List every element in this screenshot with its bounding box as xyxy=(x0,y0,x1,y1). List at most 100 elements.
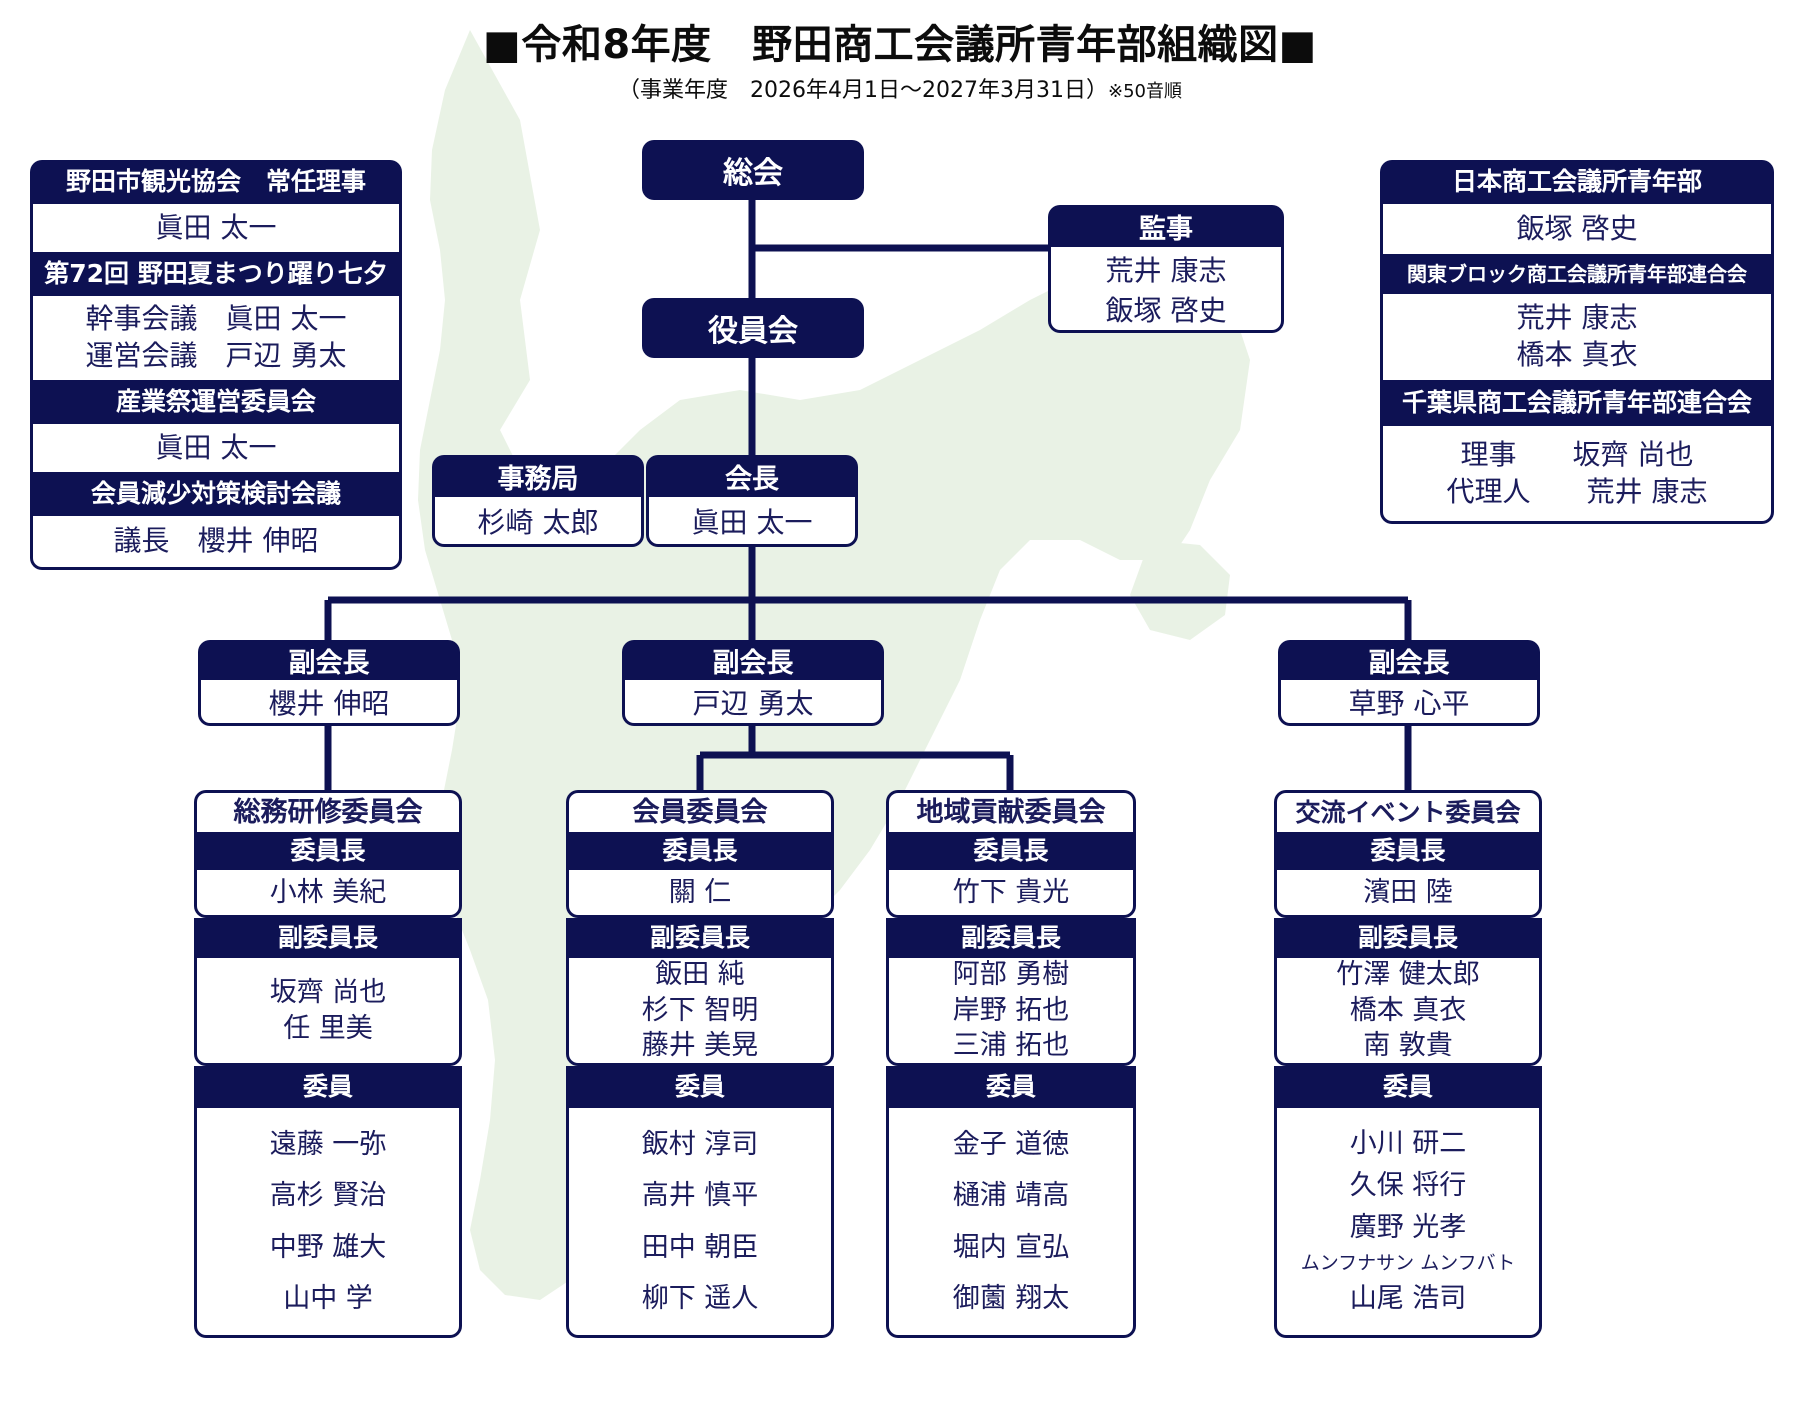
name-text: 御薗 翔太 xyxy=(952,1282,1070,1314)
name-text: 遠藤 一弥 xyxy=(269,1128,387,1160)
right-section-body-1: 飯塚 啓史 xyxy=(1380,204,1774,254)
name-text: 荒井 康志 xyxy=(1516,301,1638,335)
name-text: 小川 研二 xyxy=(1349,1128,1467,1160)
name-text: 竹澤 健太郎 xyxy=(1336,959,1480,991)
right-section-body-3: 荒井 康志 橋本 真衣 xyxy=(1380,294,1774,380)
name-text: 山尾 浩司 xyxy=(1349,1283,1467,1315)
committee-0-members: 遠藤 一弥 高杉 賢治 中野 雄大 山中 学 xyxy=(194,1108,462,1338)
auditor-title: 監事 xyxy=(1048,205,1284,247)
committee-name-text: 総務研修委員会 xyxy=(233,796,423,828)
vice-president-3-title: 副会長 xyxy=(1278,640,1540,680)
name-text: 飯塚 啓史 xyxy=(1516,211,1638,245)
page-title: ■令和8年度 野田商工会議所青年部組織図■ xyxy=(483,22,1317,68)
auditor-members: 荒井 康志 飯塚 啓史 xyxy=(1048,247,1284,333)
name-text: 高杉 賢治 xyxy=(269,1180,387,1212)
committee-1-members-label: 委員 xyxy=(566,1066,834,1108)
committee-2-members: 金子 道徳 樋浦 靖高 堀内 宣弘 御薗 翔太 xyxy=(886,1108,1136,1338)
committee-3-members-label: 委員 xyxy=(1274,1066,1542,1108)
name-text: 杉下 智明 xyxy=(641,994,759,1026)
name-text: 三浦 拓也 xyxy=(952,1030,1070,1062)
left-section-head-4: 産業祭運営委員会 xyxy=(30,380,402,424)
name-text: 飯村 淳司 xyxy=(641,1128,759,1160)
vice-president-1-title: 副会長 xyxy=(198,640,460,680)
name-text: 金子 道徳 xyxy=(952,1128,1070,1160)
committee-3-chair: 濱田 陸 xyxy=(1274,870,1542,918)
committee-name-text: 交流イベント委員会 xyxy=(1295,798,1521,827)
name-text: 飯塚 啓史 xyxy=(1105,293,1227,327)
node-president[interactable]: 会長 眞田 太一 xyxy=(646,455,858,547)
left-section-body-1: 眞田 太一 xyxy=(30,204,402,252)
name-text: 藤井 美晃 xyxy=(641,1030,759,1062)
name-text: 濱田 陸 xyxy=(1363,876,1453,908)
order-note: ※50音順 xyxy=(1107,81,1182,102)
committee-exchange-events[interactable]: 交流イベント委員会 委員長 濱田 陸 副委員長 竹澤 健太郎 橋本 真衣 南 敦… xyxy=(1274,790,1542,1338)
committee-0-chair-label: 委員長 xyxy=(194,832,462,870)
committee-1-vice-label: 副委員長 xyxy=(566,918,834,958)
name-text: 戸辺 勇太 xyxy=(692,686,814,720)
name-text: 議長 櫻井 伸昭 xyxy=(113,524,319,558)
vice-president-2-title: 副会長 xyxy=(622,640,884,680)
secretariat-members: 杉崎 太郎 xyxy=(432,497,644,547)
secretariat-title: 事務局 xyxy=(432,455,644,497)
node-secretariat[interactable]: 事務局 杉崎 太郎 xyxy=(432,455,644,547)
name-text: 堀内 宣弘 xyxy=(952,1231,1070,1263)
node-auditor[interactable]: 監事 荒井 康志 飯塚 啓史 xyxy=(1048,205,1284,333)
name-text: 代理人 荒井 康志 xyxy=(1446,474,1708,508)
committee-0-vice: 坂齊 尚也 任 里美 xyxy=(194,958,462,1066)
name-text: 櫻井 伸昭 xyxy=(268,686,390,720)
name-text: 杉崎 太郎 xyxy=(477,505,599,539)
committee-2-name: 地域貢献委員会 xyxy=(886,790,1136,832)
name-text: 任 里美 xyxy=(283,1012,373,1044)
name-text: 眞田 太一 xyxy=(155,430,277,464)
committee-community[interactable]: 地域貢献委員会 委員長 竹下 貴光 副委員長 阿部 勇樹 岸野 拓也 三浦 拓也… xyxy=(886,790,1136,1338)
left-section-body-3: 幹事会議 眞田 太一 運営会議 戸辺 勇太 xyxy=(30,296,402,380)
name-text: 柳下 遥人 xyxy=(641,1282,759,1314)
name-text: 岸野 拓也 xyxy=(952,994,1070,1026)
committee-0-name: 総務研修委員会 xyxy=(194,790,462,832)
name-text: 中野 雄大 xyxy=(269,1231,387,1263)
node-board[interactable]: 役員会 xyxy=(642,298,864,358)
committee-0-members-label: 委員 xyxy=(194,1066,462,1108)
right-section-head-4: 千葉県商工会議所青年部連合会 xyxy=(1380,380,1774,426)
committee-name-text: 会員委員会 xyxy=(632,796,768,828)
committee-1-chair: 關 仁 xyxy=(566,870,834,918)
node-vice-president-1[interactable]: 副会長 櫻井 伸昭 xyxy=(198,640,460,726)
node-general-meeting[interactable]: 総会 xyxy=(642,140,864,200)
left-section-head-6: 会員減少対策検討会議 xyxy=(30,472,402,516)
node-vice-president-3[interactable]: 副会長 草野 心平 xyxy=(1278,640,1540,726)
name-text: 廣野 光孝 xyxy=(1349,1211,1467,1243)
name-text: 關 仁 xyxy=(668,876,732,908)
right-affiliations-panel: 日本商工会議所青年部 飯塚 啓史 関東ブロック商工会議所青年部連合会 荒井 康志… xyxy=(1380,160,1774,524)
vice-president-2-name: 戸辺 勇太 xyxy=(622,680,884,726)
name-text: 竹下 貴光 xyxy=(952,876,1070,908)
name-text: 橋本 真衣 xyxy=(1349,994,1467,1026)
name-text: 運営会議 戸辺 勇太 xyxy=(85,339,347,372)
president-members: 眞田 太一 xyxy=(646,497,858,547)
name-text: 荒井 康志 xyxy=(1105,253,1227,287)
committee-general-affairs[interactable]: 総務研修委員会 委員長 小林 美紀 副委員長 坂齊 尚也 任 里美 委員 遠藤 … xyxy=(194,790,462,1338)
committee-membership[interactable]: 会員委員会 委員長 關 仁 副委員長 飯田 純 杉下 智明 藤井 美晃 委員 飯… xyxy=(566,790,834,1338)
name-text: 小林 美紀 xyxy=(269,876,387,908)
name-text: 坂齊 尚也 xyxy=(269,976,387,1008)
committee-1-members: 飯村 淳司 高井 慎平 田中 朝臣 柳下 遥人 xyxy=(566,1108,834,1338)
node-vice-president-2[interactable]: 副会長 戸辺 勇太 xyxy=(622,640,884,726)
left-section-head-2: 第72回 野田夏まつり躍り七夕 xyxy=(30,252,402,296)
committee-1-name: 会員委員会 xyxy=(566,790,834,832)
name-text: 眞田 太一 xyxy=(155,210,277,244)
president-title: 会長 xyxy=(646,455,858,497)
name-text: 田中 朝臣 xyxy=(641,1231,759,1263)
vice-president-1-name: 櫻井 伸昭 xyxy=(198,680,460,726)
name-text: 久保 将行 xyxy=(1349,1169,1467,1201)
name-text: 飯田 純 xyxy=(655,959,745,991)
committee-0-chair: 小林 美紀 xyxy=(194,870,462,918)
name-text: 草野 心平 xyxy=(1348,686,1470,720)
committee-1-chair-label: 委員長 xyxy=(566,832,834,870)
committee-3-chair-label: 委員長 xyxy=(1274,832,1542,870)
left-section-body-7: 議長 櫻井 伸昭 xyxy=(30,516,402,570)
right-section-head-2: 関東ブロック商工会議所青年部連合会 xyxy=(1380,254,1774,294)
name-text: 高井 慎平 xyxy=(641,1180,759,1212)
name-text: 山中 学 xyxy=(283,1282,373,1314)
committee-2-chair: 竹下 貴光 xyxy=(886,870,1136,918)
name-text: 阿部 勇樹 xyxy=(952,959,1070,991)
committee-2-vice-label: 副委員長 xyxy=(886,918,1136,958)
